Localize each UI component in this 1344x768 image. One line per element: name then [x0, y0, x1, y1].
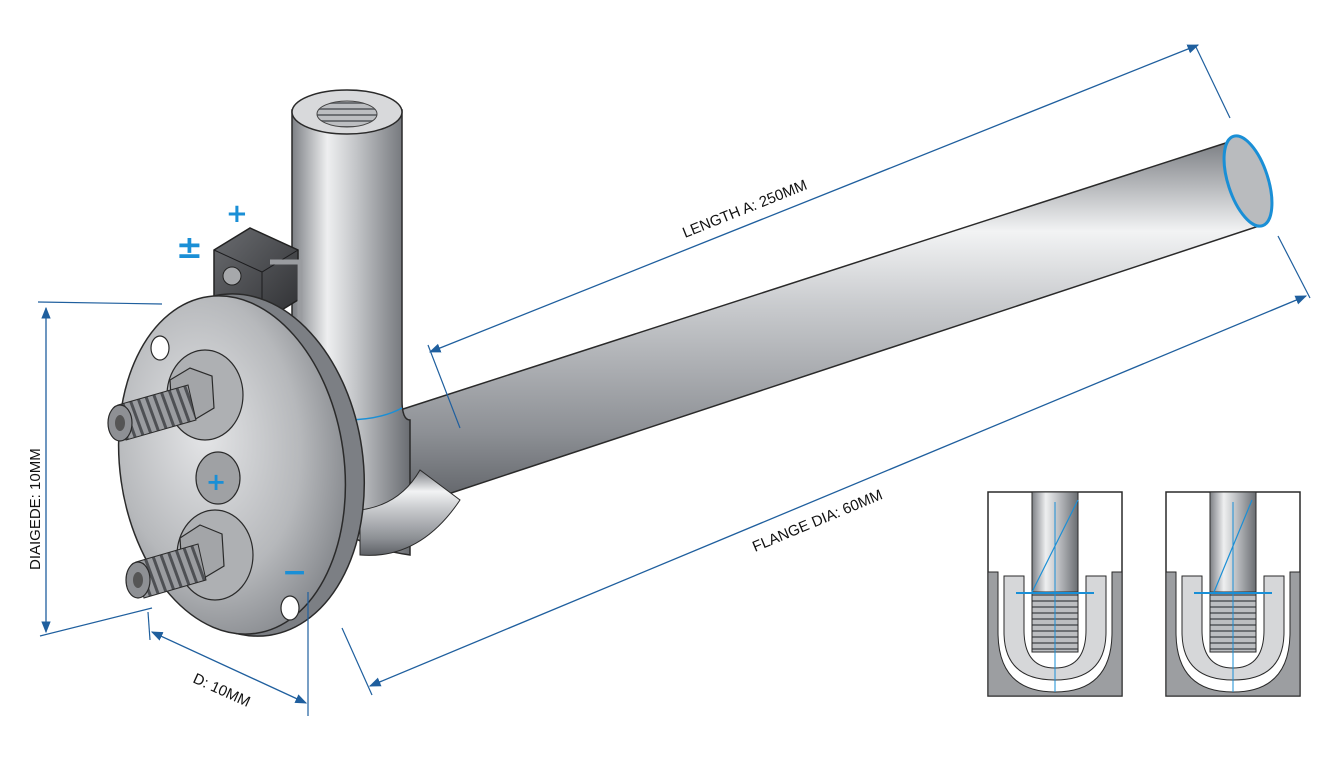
long-pipe — [369, 134, 1274, 507]
pipe-end-cap — [1222, 134, 1274, 228]
flange-dia-label: FLANGE DIA: 60MM — [750, 487, 885, 556]
plus-symbol: + — [226, 199, 248, 229]
depth-label: D: 10MM — [190, 670, 252, 711]
diagonal-label: DIAIGEDE: 10MM — [27, 448, 44, 570]
inset-detail-2 — [1165, 491, 1301, 697]
length-label: LENGTH A: 250MM — [680, 177, 809, 242]
dimension-diagonal: DIAIGEDE: 10MM — [27, 301, 163, 637]
flange-bolt-hole-bottom — [280, 595, 300, 621]
riser-thread-icon — [316, 100, 378, 128]
center-mark-symbol: + — [206, 468, 226, 496]
minus-symbol: − — [282, 555, 307, 590]
inset-detail-1 — [987, 491, 1123, 697]
upper-stud — [107, 367, 215, 442]
center-knob — [195, 451, 241, 505]
lower-stud — [125, 524, 225, 599]
flange-bolt-hole-top — [150, 335, 170, 361]
plus-minus-symbol: ± — [176, 228, 203, 266]
terminal-screw-icon — [222, 266, 242, 286]
